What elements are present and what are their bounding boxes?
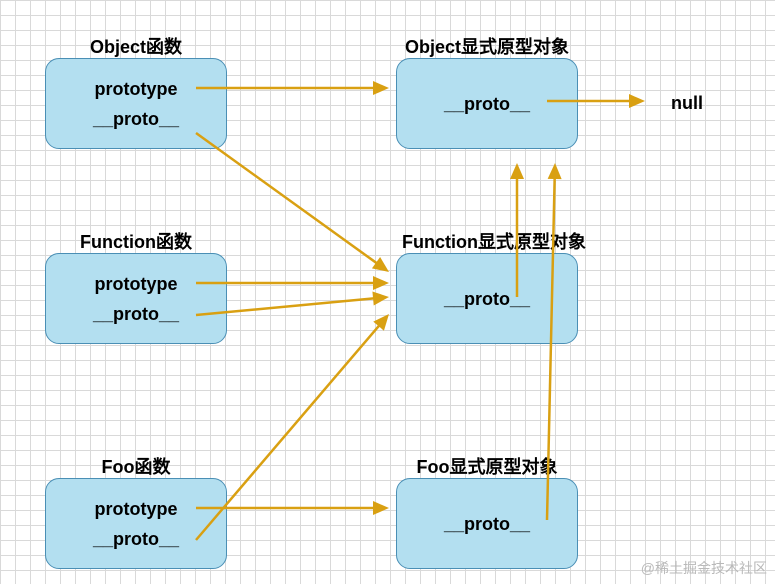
object-prototype-arrow-head (373, 81, 389, 95)
object-function-box: prototype __proto__ (45, 58, 227, 149)
object-function-prototype-label: prototype (94, 79, 178, 99)
function-function-prototype-label: prototype (94, 274, 178, 294)
object-proto-to-null-arrow-head (629, 94, 645, 108)
object-function-proto-label: __proto__ (92, 109, 180, 129)
foo-prototype-arrow-head (373, 501, 389, 515)
object-function-title: Object函数 (89, 37, 183, 57)
foo-prototype-proto-label: __proto__ (443, 514, 531, 534)
function-prototype-proto-label: __proto__ (443, 289, 531, 309)
function-function-box: prototype __proto__ (45, 253, 227, 344)
foo-prototype-title: Foo显式原型对象 (416, 457, 558, 477)
function-function-title: Function函数 (80, 232, 192, 252)
function-prototype-box: __proto__ (396, 253, 578, 344)
object-prototype-box: __proto__ (396, 58, 578, 149)
object-prototype-proto-label: __proto__ (443, 94, 531, 114)
object-proto-arrow-head (371, 256, 389, 272)
foo-proto-proto-arrow-head (547, 163, 562, 180)
function-prototype-title: Function显式原型对象 (402, 232, 586, 252)
foo-function-proto-label: __proto__ (92, 529, 180, 549)
object-prototype-title: Object显式原型对象 (404, 37, 570, 57)
function-proto-proto-arrow-head (510, 163, 524, 179)
foo-proto-arrow-head (373, 314, 389, 331)
watermark: @稀土掘金技术社区 (640, 560, 767, 576)
null-label: null (671, 93, 703, 113)
function-prototype-arrow-head (373, 276, 389, 290)
foo-function-prototype-label: prototype (94, 499, 178, 519)
function-proto-arrow-head (372, 291, 389, 306)
foo-function-box: prototype __proto__ (45, 478, 227, 569)
foo-prototype-box: __proto__ (396, 478, 578, 569)
function-function-proto-label: __proto__ (92, 304, 180, 324)
object-proto-arrow (195, 131, 379, 265)
foo-function-title: Foo函数 (101, 457, 171, 477)
